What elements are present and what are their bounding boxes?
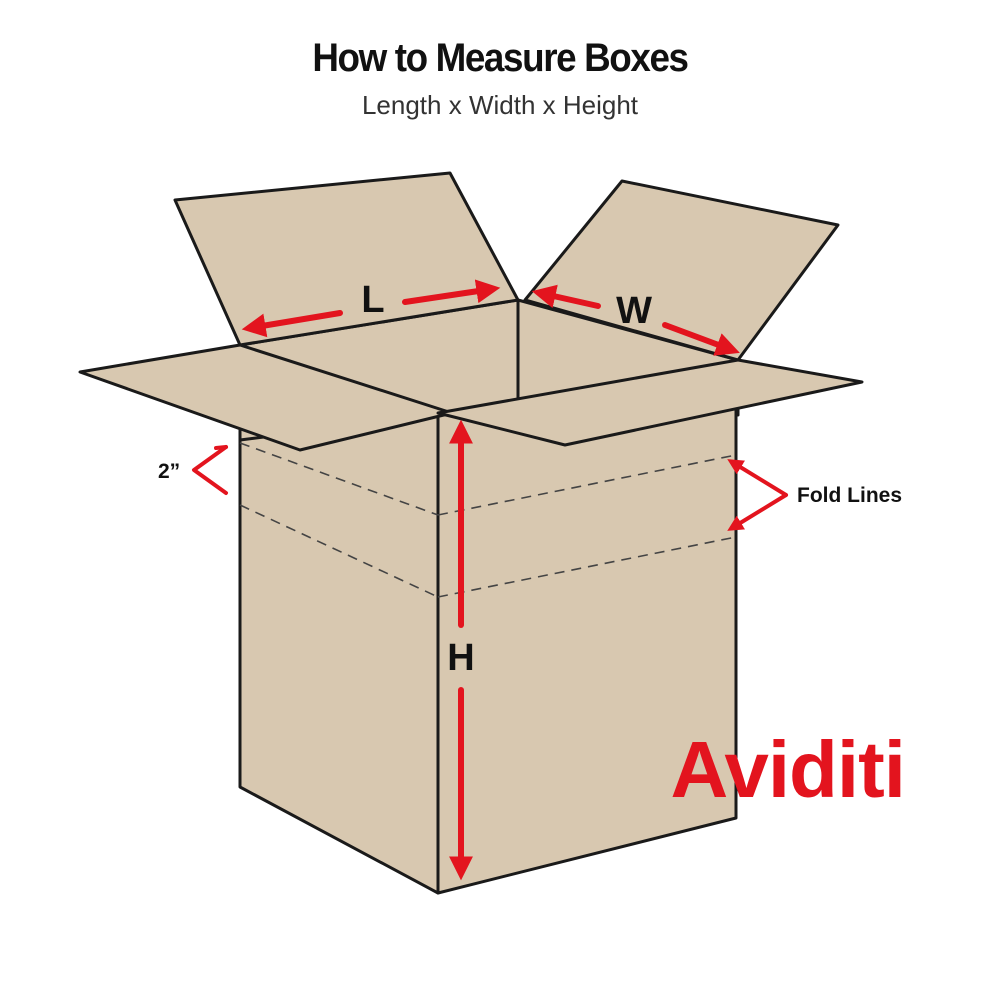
page-subtitle: Length x Width x Height	[361, 90, 639, 120]
fold-lines	[239, 442, 737, 598]
box-left-face	[238, 413, 440, 895]
dimension-arrows	[241, 279, 740, 881]
fold-lines-callout-top	[727, 459, 788, 497]
fold-line-upper-left	[239, 442, 439, 516]
fold-lines-callout-bottom	[727, 493, 788, 531]
width-arrow-left	[531, 284, 601, 309]
length-arrow-right	[402, 279, 501, 305]
flap-depth-callout-tip-top	[214, 445, 228, 450]
box-right-face	[436, 403, 738, 895]
width-label: W	[616, 290, 652, 332]
callout-arrows	[192, 445, 788, 531]
page-title: How to Measure Boxes	[312, 36, 689, 80]
fold-line-lower-left	[239, 504, 439, 598]
flap-depth-label: 2”	[158, 460, 180, 483]
width-arrow-right	[662, 322, 740, 356]
flap-depth-callout	[192, 445, 228, 495]
box-front-right-flap	[436, 358, 864, 447]
length-arrow-left	[241, 310, 343, 338]
box-body	[78, 171, 864, 895]
length-label: L	[361, 279, 384, 321]
fold-lines-label: Fold Lines	[797, 484, 902, 507]
box-back-left-flap	[173, 171, 520, 347]
height-label: H	[447, 637, 474, 679]
brand-wordmark: Aviditi	[671, 725, 905, 814]
